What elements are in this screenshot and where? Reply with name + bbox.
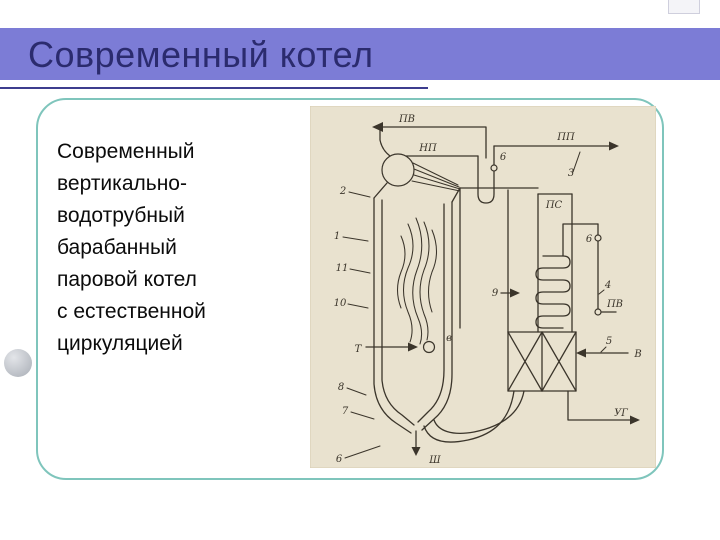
burner [422,340,436,354]
diagram-label: Ш [428,455,441,466]
diagram-label: 4 [604,280,611,291]
body-text-line: циркуляцией [57,332,183,355]
diagram-label: Т [355,344,363,355]
exhaust-gas-line [567,390,637,421]
corner-notch [668,0,700,14]
drum-riser-tubes [411,162,461,192]
diagram-label: 11 [336,263,349,274]
page-title: Современный котел [28,34,374,75]
junction-points [490,164,602,316]
diagram-label: В [633,349,641,360]
diagram-label: ПП [556,132,575,143]
gas-flow-arrow-icon [510,288,520,298]
steam-arrow-icon [609,141,619,151]
diagram-label: 8 [338,382,344,393]
body-text-line: с естественной [57,300,206,323]
air-arrow-icon [576,348,586,358]
body-text-line: барабанный [57,236,177,259]
diagram-label: УГ [614,408,628,419]
furnace-walls [373,182,461,434]
diagram-label: ПВ [398,114,415,125]
title-bar [0,28,720,80]
diagram-label: ПВ [606,299,623,310]
hot-air-duct [423,390,525,443]
diagram-label: 5 [606,336,612,347]
feedwater-arrow-icon [372,122,383,132]
diagram-label: НП [418,143,437,154]
body-text-line: водотрубный [57,204,185,227]
diagram-label: в [446,333,452,344]
furnace-flame [396,217,438,345]
exhaust-arrow-icon [630,415,640,425]
diagram-label: 3 [568,168,574,179]
title-underline [0,87,428,89]
diagram-label: ПС [545,200,563,211]
diagram-label: 7 [342,406,349,417]
diagram-label: 1 [334,231,340,242]
body-text-line: паровой котел [57,268,197,291]
superheater-u-tube [477,145,495,204]
body-text-line: вертикально- [57,172,187,195]
gas-pass-walls [459,187,573,333]
body-text-line: Современный [57,140,195,163]
steam-drum [381,153,415,187]
diagram-label: 9 [492,288,499,299]
leader-lines [342,151,607,459]
diagram-label: 6 [336,454,343,465]
diagram-label: 6 [500,152,507,163]
body-text-block: Современный вертикально- водотрубный бар… [57,136,302,360]
bullet-marker [4,349,32,377]
slag-arrow-icon [411,447,421,456]
air-heater [507,331,577,392]
economizer-coil [535,255,571,329]
feedwater-line [375,126,487,159]
diagram-label: 2 [339,186,346,197]
fuel-arrow-icon [408,342,418,352]
diagram-label: 10 [334,298,347,309]
diagram-label: 6 [586,234,593,245]
